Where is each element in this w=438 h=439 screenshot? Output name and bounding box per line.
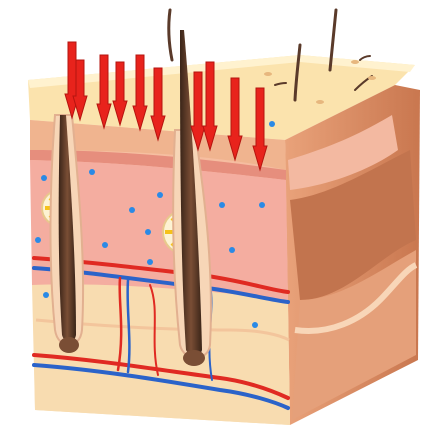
side-face (285, 85, 420, 425)
